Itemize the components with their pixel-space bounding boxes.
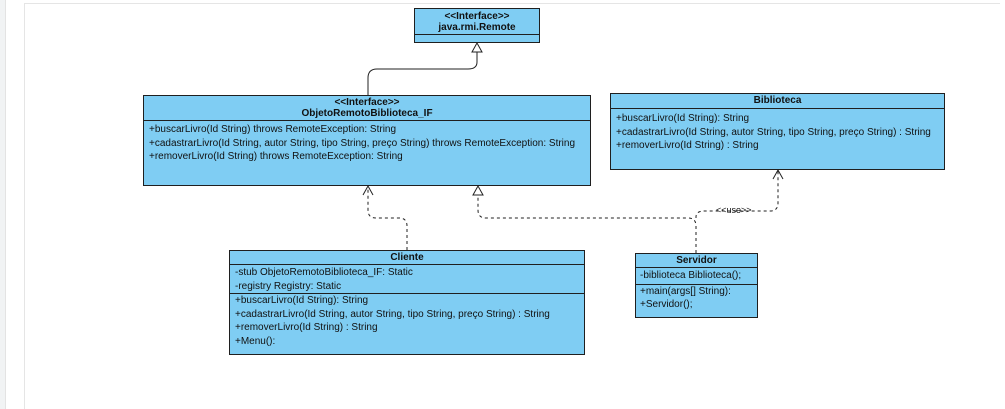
objeto-if-name: ObjetoRemotoBiblioteca_IF (301, 108, 433, 119)
use-dependency-arrowhead (772, 168, 784, 180)
method-item: +removerLivro(Id String) : String (616, 140, 759, 151)
method-item: +cadastrarLivro(Id String, autor String,… (616, 126, 931, 138)
attribute-item: -biblioteca Biblioteca(); (640, 270, 742, 281)
class-cliente[interactable]: Cliente -stub ObjetoRemotoBiblioteca_IF:… (229, 250, 585, 355)
page-border-top (24, 3, 1000, 4)
method-item: +Menu(): (235, 335, 276, 347)
attribute-item: -stub ObjetoRemotoBiblioteca_IF: Static (235, 267, 413, 278)
method-item: +cadastrarLivro(Id String, autor String,… (149, 137, 576, 149)
servidor-realization-edge (477, 195, 697, 253)
class-java-rmi-remote[interactable]: <<Interface>> java.rmi.Remote (414, 8, 540, 43)
cliente-name: Cliente (390, 252, 424, 263)
method-item: +Servidor(); (640, 299, 693, 310)
servidor-methods: +main(args[] String): +Servidor(); (636, 283, 757, 312)
generalization-arrowhead (471, 41, 483, 53)
remote-stereotype: <<Interface>> (444, 11, 510, 22)
class-servidor[interactable]: Servidor -biblioteca Biblioteca(); +main… (635, 253, 758, 318)
method-item: +buscarLivro(Id String): String (616, 113, 750, 124)
use-label: <<use>> (716, 205, 752, 215)
attribute-item: -registry Registry: Static (235, 280, 342, 292)
method-item: +main(args[] String): (640, 285, 731, 297)
cliente-dependency-arrowhead (362, 184, 374, 196)
method-item: +buscarLivro(Id String): String (235, 295, 369, 306)
cliente-dependency-edge (367, 187, 408, 250)
method-item: +cadastrarLivro(Id String, autor String,… (235, 308, 550, 320)
servidor-realization-arrowhead (472, 184, 484, 196)
page-border-left (24, 3, 25, 409)
method-item: +removerLivro(Id String) throws RemoteEx… (149, 151, 403, 162)
cliente-methods: +buscarLivro(Id String): String +cadastr… (230, 293, 584, 348)
servidor-name: Servidor (676, 255, 717, 266)
servidor-attributes: -biblioteca Biblioteca(); (636, 267, 757, 284)
generalization-edge (367, 52, 478, 95)
method-item: +buscarLivro(Id String) throws RemoteExc… (149, 124, 397, 135)
objeto-if-methods: +buscarLivro(Id String) throws RemoteExc… (144, 120, 590, 166)
biblioteca-name: Biblioteca (753, 95, 802, 106)
method-item: +removerLivro(Id String) : String (235, 322, 378, 333)
objeto-if-stereotype: <<Interface>> (334, 97, 400, 108)
remote-name: java.rmi.Remote (438, 22, 516, 33)
class-biblioteca[interactable]: Biblioteca +buscarLivro(Id String): Stri… (610, 93, 945, 170)
class-objeto-remoto-biblioteca-if[interactable]: <<Interface>> ObjetoRemotoBiblioteca_IF … (143, 95, 591, 186)
biblioteca-methods: +buscarLivro(Id String): String +cadastr… (611, 108, 944, 155)
cliente-attributes: -stub ObjetoRemotoBiblioteca_IF: Static … (230, 264, 584, 293)
remote-body (415, 34, 539, 43)
